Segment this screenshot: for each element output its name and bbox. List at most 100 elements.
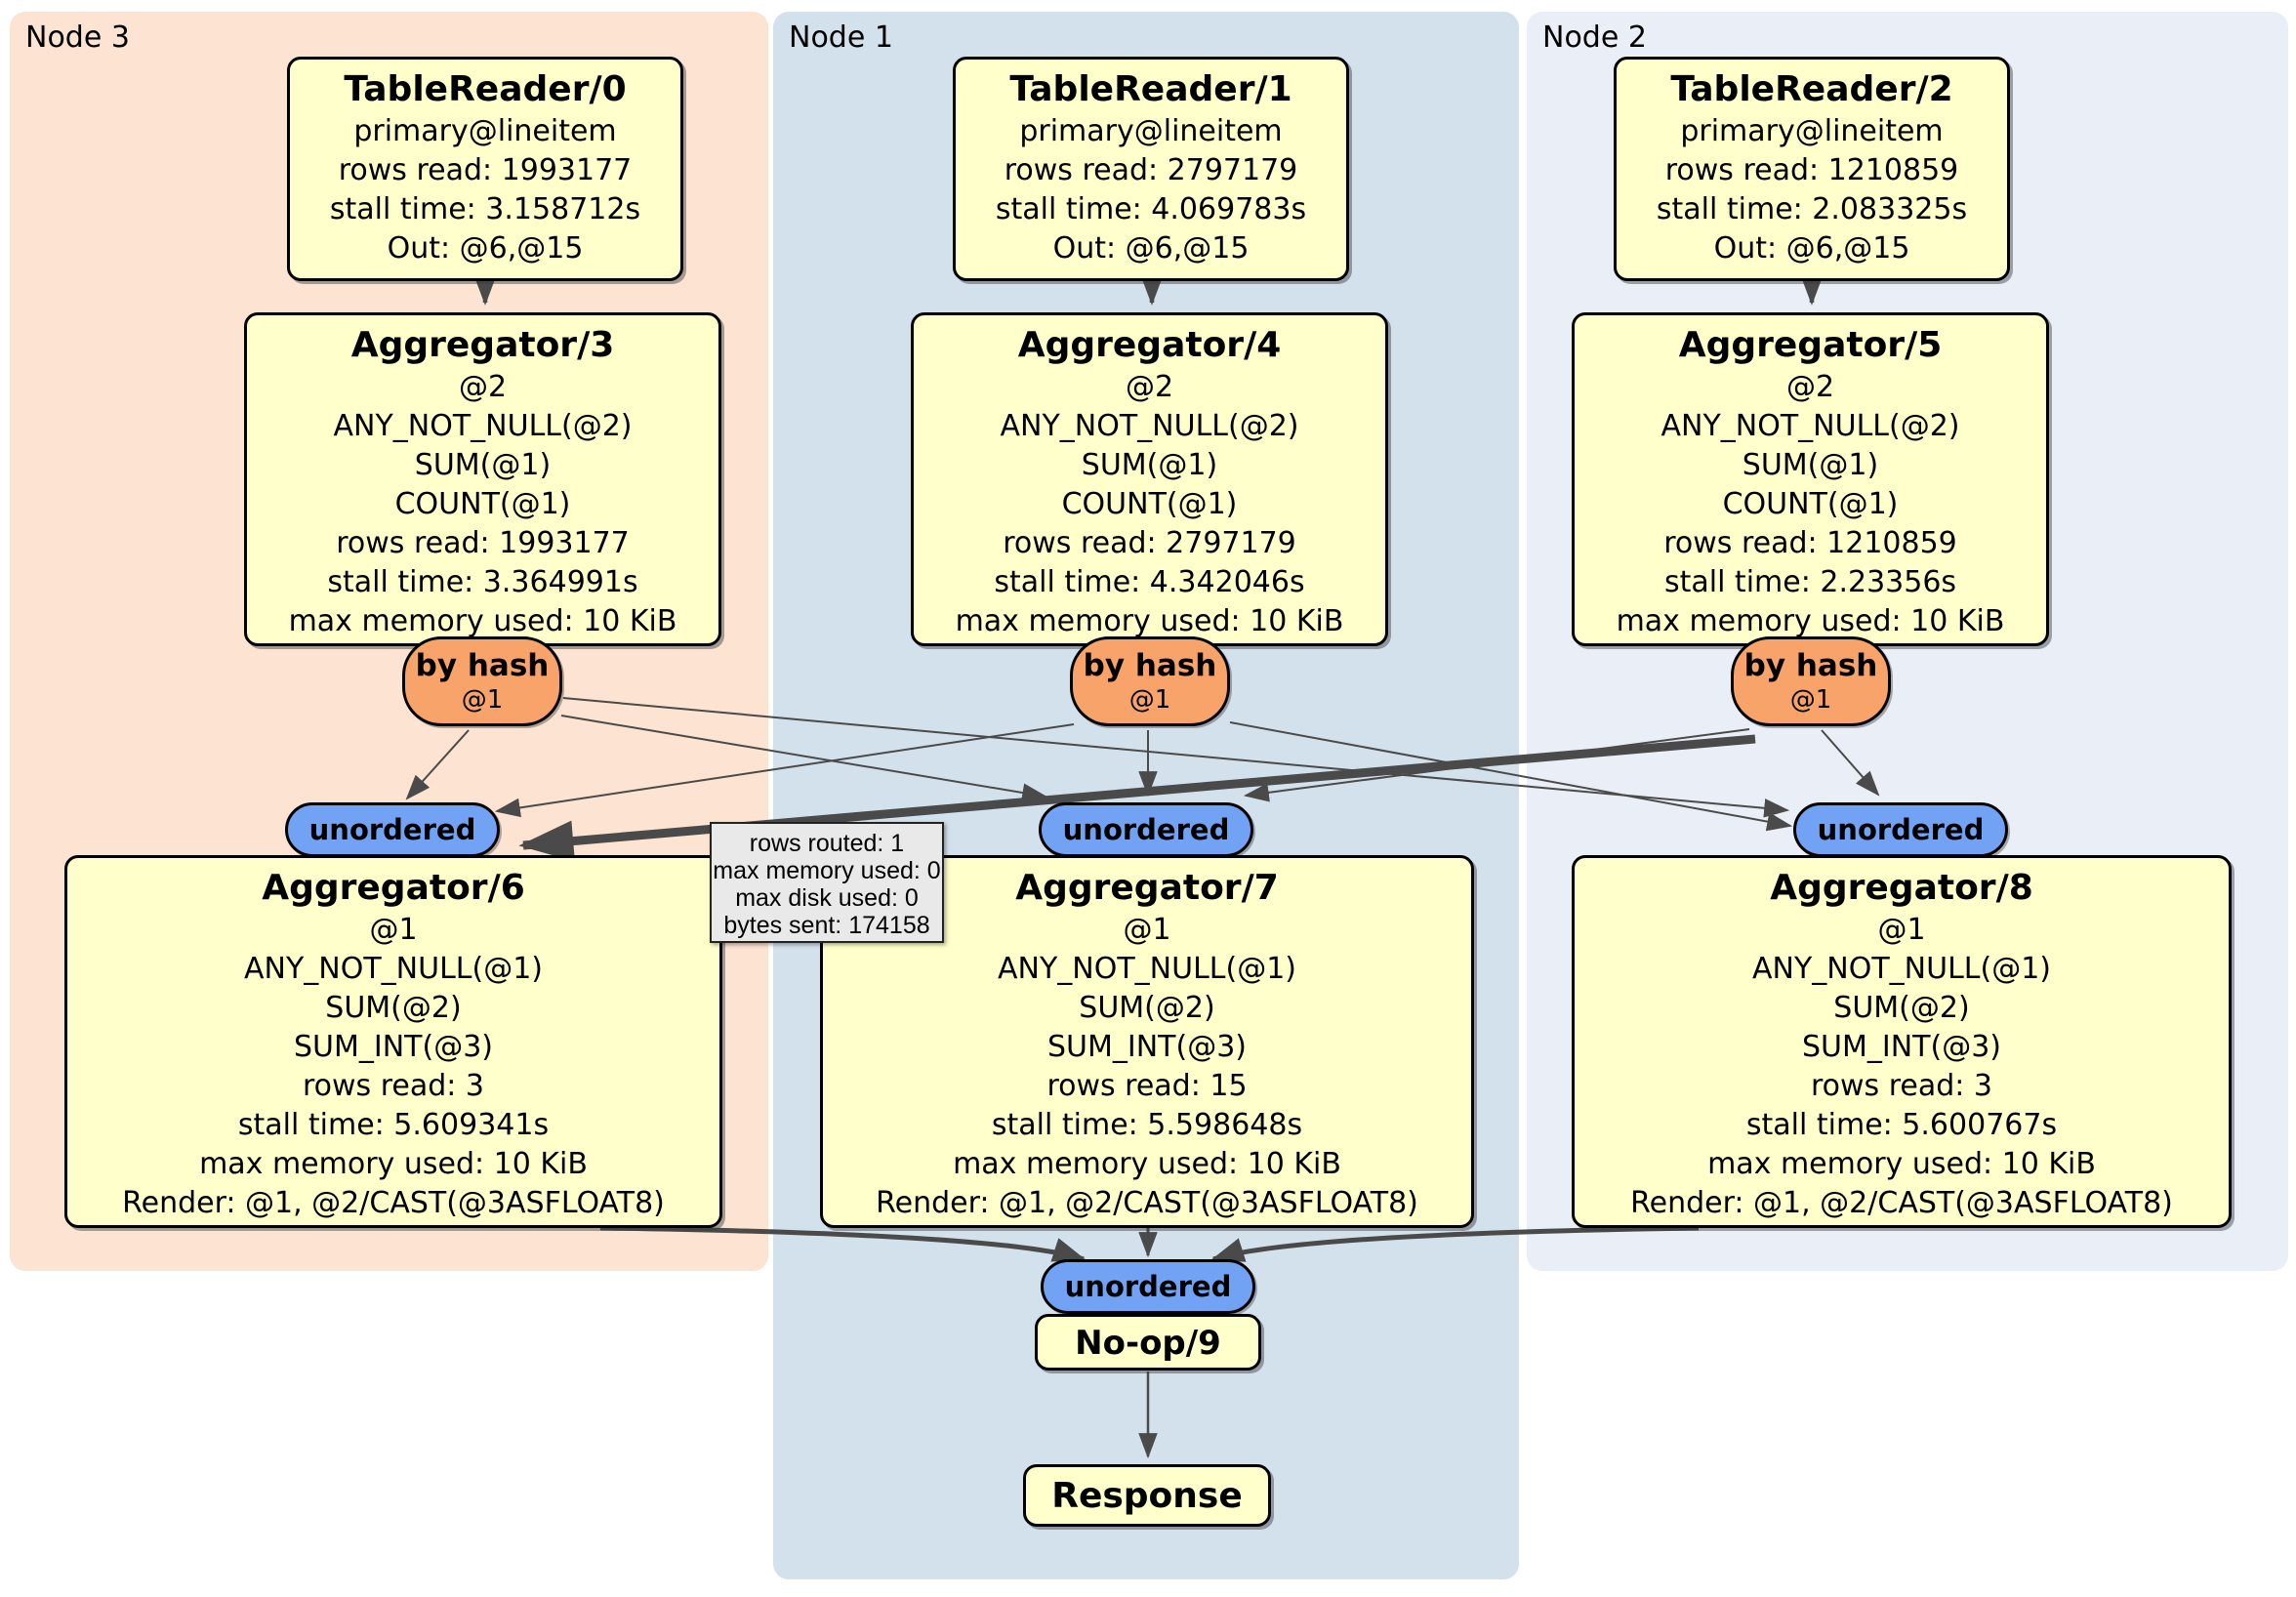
processor-title: Aggregator/8 — [1770, 868, 2033, 908]
tooltip-stat: rows routed: 1 — [749, 830, 905, 857]
processor-detail: primary@lineitem — [353, 114, 617, 148]
processor-detail: stall time: 2.23356s — [1663, 565, 1957, 599]
processor-detail: Render: @1, @2/CAST(@3ASFLOAT8) — [876, 1186, 1418, 1220]
processor-detail: ANY_NOT_NULL(@2) — [333, 409, 633, 443]
processor-detail: stall time: 5.598648s — [991, 1108, 1303, 1142]
processor-detail: primary@lineitem — [1680, 114, 1944, 148]
processor-detail: max memory used: 10 KiB — [199, 1147, 588, 1181]
processor-detail: Render: @1, @2/CAST(@3ASFLOAT8) — [1630, 1186, 2173, 1220]
processor-detail: stall time: 5.609341s — [237, 1108, 550, 1142]
processor-noop-9[interactable]: No-op/9 — [1035, 1314, 1261, 1371]
processor-detail: ANY_NOT_NULL(@1) — [244, 952, 543, 986]
processor-detail: Out: @6,@15 — [1052, 231, 1250, 266]
processor-detail: SUM(@1) — [1742, 448, 1879, 482]
processor-detail: SUM_INT(@3) — [1047, 1030, 1247, 1064]
processor-aggregator-8[interactable]: Aggregator/8 @1 ANY_NOT_NULL(@1) SUM(@2)… — [1572, 855, 2232, 1228]
processor-title: TableReader/1 — [1009, 69, 1292, 109]
processor-detail: rows read: 1210859 — [1663, 526, 1957, 560]
sync-unordered-node3[interactable]: unordered — [285, 802, 500, 857]
tooltip-stat: max disk used: 0 — [735, 884, 919, 912]
processor-detail: SUM(@1) — [414, 448, 552, 482]
processor-detail: max memory used: 10 KiB — [953, 1147, 1341, 1181]
processor-detail: COUNT(@1) — [394, 487, 571, 521]
processor-aggregator-3[interactable]: Aggregator/3 @2 ANY_NOT_NULL(@2) SUM(@1)… — [244, 312, 721, 646]
processor-detail: SUM_INT(@3) — [1802, 1030, 2001, 1064]
processor-detail: SUM_INT(@3) — [294, 1030, 493, 1064]
processor-detail: @1 — [1877, 913, 1926, 947]
processor-detail: rows read: 1993177 — [338, 153, 633, 187]
tooltip-stat: max memory used: 0 — [713, 857, 941, 884]
processor-detail: primary@lineitem — [1019, 114, 1283, 148]
processor-detail: max memory used: 10 KiB — [955, 604, 1344, 638]
processor-tablereader-2[interactable]: TableReader/2 primary@lineitem rows read… — [1614, 57, 2010, 281]
processor-detail: max memory used: 10 KiB — [288, 604, 677, 638]
edge-stats-tooltip: rows routed: 1 max memory used: 0 max di… — [710, 822, 944, 943]
processor-detail: SUM(@2) — [325, 991, 462, 1025]
processor-detail: SUM(@2) — [1833, 991, 1970, 1025]
processor-detail: ANY_NOT_NULL(@1) — [998, 952, 1296, 986]
processor-detail: ANY_NOT_NULL(@2) — [1660, 409, 1960, 443]
processor-detail: rows read: 15 — [1046, 1069, 1248, 1103]
processor-detail: @2 — [1125, 370, 1174, 404]
processor-detail: @2 — [458, 370, 508, 404]
processor-detail: rows read: 2797179 — [1004, 153, 1298, 187]
router-key: @1 — [1789, 685, 1832, 715]
processor-detail: @1 — [369, 913, 418, 947]
panel-node-2-label: Node 2 — [1542, 20, 1647, 55]
processor-title: Aggregator/6 — [262, 868, 525, 908]
processor-detail: COUNT(@1) — [1722, 487, 1899, 521]
processor-detail: stall time: 4.342046s — [994, 565, 1305, 599]
processor-title: TableReader/2 — [1670, 69, 1953, 109]
processor-title: No-op/9 — [1075, 1324, 1221, 1363]
processor-detail: Out: @6,@15 — [387, 231, 584, 266]
processor-detail: max memory used: 10 KiB — [1616, 604, 2005, 638]
processor-detail: SUM(@1) — [1081, 448, 1218, 482]
processor-detail: @1 — [1123, 913, 1171, 947]
panel-node-1-label: Node 1 — [789, 20, 893, 55]
router-label: by hash — [415, 648, 550, 683]
panel-node-3-label: Node 3 — [25, 20, 130, 55]
processor-aggregator-4[interactable]: Aggregator/4 @2 ANY_NOT_NULL(@2) SUM(@1)… — [911, 312, 1388, 646]
processor-detail: SUM(@2) — [1079, 991, 1215, 1025]
processor-detail: @2 — [1785, 370, 1835, 404]
processor-title: TableReader/0 — [344, 69, 627, 109]
processor-detail: Out: @6,@15 — [1713, 231, 1910, 266]
processor-detail: rows read: 1993177 — [336, 526, 630, 560]
router-by-hash-4[interactable]: by hash @1 — [1070, 636, 1230, 726]
processor-detail: rows read: 2797179 — [1003, 526, 1296, 560]
processor-detail: rows read: 3 — [1810, 1069, 1993, 1103]
processor-aggregator-5[interactable]: Aggregator/5 @2 ANY_NOT_NULL(@2) SUM(@1)… — [1572, 312, 2049, 646]
response-box[interactable]: Response — [1023, 1464, 1271, 1527]
processor-detail: rows read: 3 — [302, 1069, 485, 1103]
router-key: @1 — [1128, 685, 1171, 715]
sync-label: unordered — [1817, 813, 1985, 846]
router-label: by hash — [1743, 648, 1878, 683]
sync-label: unordered — [1064, 1270, 1232, 1303]
processor-aggregator-7[interactable]: Aggregator/7 @1 ANY_NOT_NULL(@1) SUM(@2)… — [820, 855, 1474, 1228]
processor-detail: stall time: 2.083325s — [1656, 192, 1968, 226]
processor-tablereader-0[interactable]: TableReader/0 primary@lineitem rows read… — [287, 57, 683, 281]
processor-detail: max memory used: 10 KiB — [1707, 1147, 2096, 1181]
processor-detail: COUNT(@1) — [1061, 487, 1238, 521]
sync-unordered-node2[interactable]: unordered — [1793, 802, 2008, 857]
processor-tablereader-1[interactable]: TableReader/1 primary@lineitem rows read… — [953, 57, 1349, 281]
sync-unordered-final[interactable]: unordered — [1041, 1259, 1255, 1314]
router-by-hash-3[interactable]: by hash @1 — [402, 636, 562, 726]
processor-title: Aggregator/7 — [1015, 868, 1279, 908]
sync-label: unordered — [308, 813, 476, 846]
processor-detail: stall time: 3.364991s — [327, 565, 638, 599]
processor-detail: stall time: 4.069783s — [995, 192, 1307, 226]
processor-detail: stall time: 5.600767s — [1745, 1108, 2058, 1142]
processor-aggregator-6[interactable]: Aggregator/6 @1 ANY_NOT_NULL(@1) SUM(@2)… — [64, 855, 722, 1228]
sync-label: unordered — [1062, 813, 1230, 846]
processor-title: Aggregator/5 — [1678, 325, 1943, 365]
processor-detail: Render: @1, @2/CAST(@3ASFLOAT8) — [122, 1186, 665, 1220]
tooltip-stat: bytes sent: 174158 — [723, 912, 930, 939]
router-by-hash-5[interactable]: by hash @1 — [1731, 636, 1891, 726]
processor-detail: ANY_NOT_NULL(@2) — [1000, 409, 1299, 443]
sync-unordered-node1[interactable]: unordered — [1039, 802, 1253, 857]
processor-detail: rows read: 1210859 — [1664, 153, 1959, 187]
router-key: @1 — [461, 685, 504, 715]
processor-title: Response — [1051, 1476, 1243, 1516]
